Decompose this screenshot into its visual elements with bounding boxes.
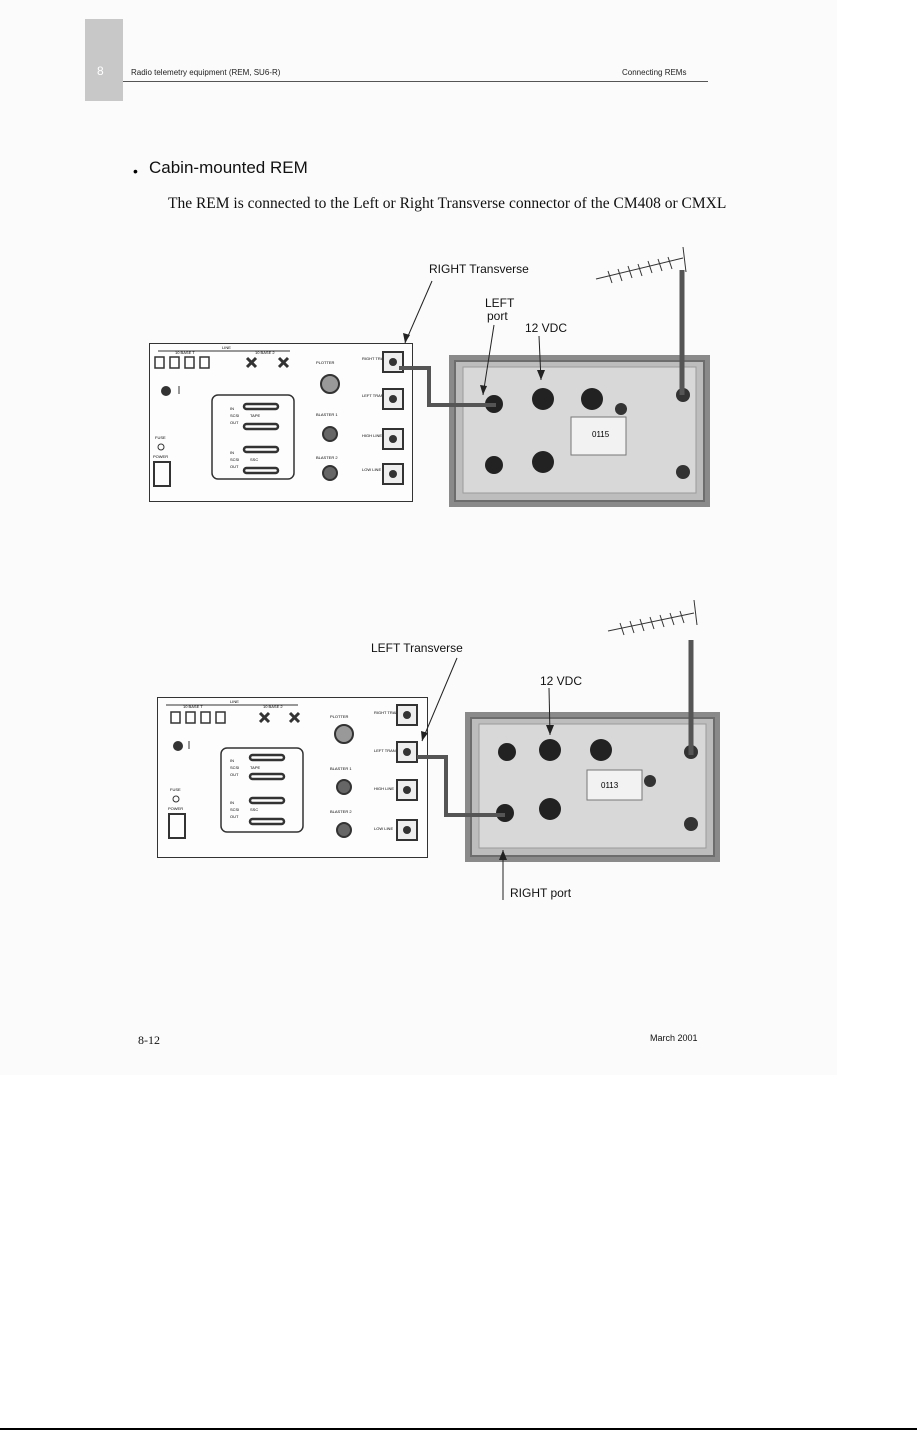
io-group-box [211,394,295,480]
rem-unit: 0115 [449,355,710,507]
cm408-panel-2-drawing: 10 BASE T LINE 10 BASE 2 IN SCSI TAPE OU… [166,699,418,841]
ground-icon [161,386,171,396]
svg-text:10 BASE T: 10 BASE T [183,704,203,709]
svg-text:SCSI: SCSI [230,457,239,462]
header-rule [123,81,708,82]
svg-text:RIGHT TRANS: RIGHT TRANS [374,710,401,715]
callout-left-transverse: LEFT Transverse [371,641,463,655]
callout-left-port-line2: port [487,309,508,323]
figure1-leaders [399,246,687,407]
figure2-leaders [417,599,698,900]
plotter-connector [320,374,340,394]
svg-text:POWER: POWER [153,454,168,459]
svg-text:SSC: SSC [250,457,258,462]
page-number: 8-12 [138,1033,160,1047]
svg-text:LOW LINE: LOW LINE [362,467,381,472]
power-inlet [153,461,171,487]
svg-text:BLASTER 2: BLASTER 2 [330,809,352,814]
bottom-border [0,1428,917,1430]
svg-text:OUT: OUT [230,464,239,469]
rem-unit-2: 0113 [465,712,720,862]
bnc-connectors [245,356,290,369]
ethernet-ports [154,356,210,369]
document-page: 8 Radio telemetry equipment (REM, SU6-R)… [85,19,727,1047]
svg-text:SCSI: SCSI [230,765,239,770]
svg-text:PLOTTER: PLOTTER [330,714,349,719]
body-paragraph: The REM is connected to the Left or Righ… [168,195,727,212]
callout-12vdc-2: 12 VDC [540,674,583,688]
svg-text:SCSI: SCSI [230,807,239,812]
svg-text:BLASTER 1: BLASTER 1 [316,412,338,417]
label-10base-2: 10 BASE 2 [255,350,275,355]
svg-text:SSC: SSC [250,807,258,812]
publication-date: March 2001 [650,1033,698,1043]
rem-tag-2: 0113 [601,781,619,790]
label-10base-t: 10 BASE T [175,350,195,355]
callout-right-transverse: RIGHT Transverse [429,262,529,276]
running-header-title: Radio telemetry equipment (REM, SU6-R) [131,68,281,77]
svg-text:POWER: POWER [168,806,183,811]
rem-unit-2-drawing: 0113 [470,717,715,857]
rem-power-connector-2 [539,739,561,761]
svg-text:IN: IN [230,758,234,763]
svg-text:IN: IN [230,800,234,805]
svg-text:IN: IN [230,450,234,455]
running-header-section: Connecting REMs [622,68,687,77]
svg-text:10 BASE 2: 10 BASE 2 [263,704,283,709]
bullet-marker: • [133,163,138,179]
transverse-cable-2 [417,755,505,817]
cm408-panel-2: 10 BASE T LINE 10 BASE 2 IN SCSI TAPE OU… [157,697,428,858]
section-title: Cabin-mounted REM [149,158,308,177]
cm408-panel: 10 BASE T LINE 10 BASE 2 IN SCSI TAPE OU… [149,343,413,502]
svg-text:OUT: OUT [230,420,239,425]
svg-text:LOW LINE: LOW LINE [374,826,393,831]
transverse-cable [399,366,496,407]
svg-text:BLASTER 1: BLASTER 1 [330,766,352,771]
chapter-number: 8 [97,64,104,78]
svg-text:FUSE: FUSE [170,787,181,792]
antenna-icon [595,246,687,284]
svg-text:RIGHT TRANS: RIGHT TRANS [362,356,389,361]
svg-text:PLOTTER: PLOTTER [316,360,335,365]
rem-unit-drawing: 0115 [454,360,705,502]
svg-text:SCSI: SCSI [230,413,239,418]
rem-power-connector [532,388,554,410]
svg-text:IN: IN [230,406,234,411]
antenna-icon-2 [607,599,698,636]
callout-right-port: RIGHT port [510,886,572,900]
svg-text:HIGH LINE: HIGH LINE [374,786,394,791]
svg-text:BLASTER 2: BLASTER 2 [316,455,338,460]
svg-text:LEFT TRANS: LEFT TRANS [374,748,399,753]
svg-text:LEFT TRANS: LEFT TRANS [362,393,387,398]
chapter-tab [85,19,123,101]
callout-12vdc: 12 VDC [525,321,568,335]
rem-tag: 0115 [592,430,610,439]
cm408-panel-drawing: 10 BASE T LINE 10 BASE 2 IN SCSI TAPE OU… [153,345,404,487]
svg-text:LINE: LINE [230,699,239,704]
svg-text:OUT: OUT [230,814,239,819]
svg-text:OUT: OUT [230,772,239,777]
svg-text:TAPE: TAPE [250,413,260,418]
svg-text:HIGH LINE: HIGH LINE [362,433,382,438]
svg-text:TAPE: TAPE [250,765,260,770]
callout-left-port-line1: LEFT [485,296,515,310]
label-line: LINE [222,345,231,350]
svg-text:FUSE: FUSE [155,435,166,440]
